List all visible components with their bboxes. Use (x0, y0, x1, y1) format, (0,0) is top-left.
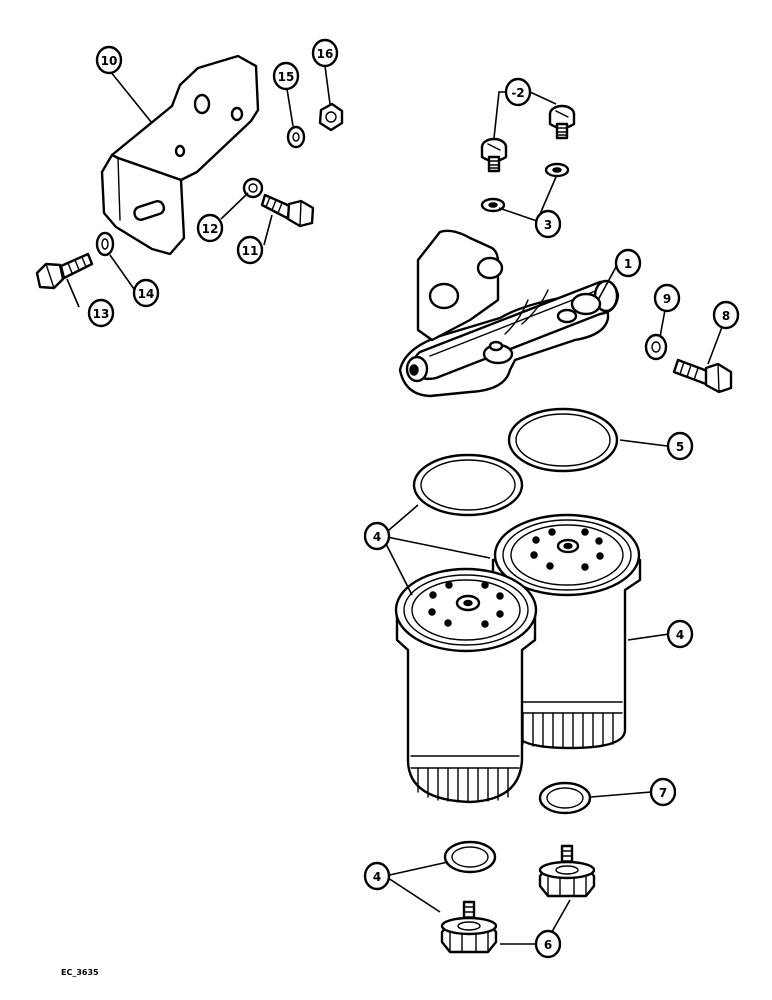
callout-circle (132, 278, 160, 308)
callout-number: 6 (544, 938, 552, 952)
callout-circle (614, 248, 642, 278)
callout-circle (534, 929, 562, 959)
callout-c6: 6 (534, 929, 562, 959)
mounting-bracket (100, 54, 260, 256)
leader-lines (66, 65, 723, 945)
callout-circle (666, 431, 694, 461)
callout-c9: 9 (653, 283, 681, 313)
bolt (260, 193, 315, 228)
callout-circle (666, 619, 694, 649)
callout-c1: 1 (614, 248, 642, 278)
callout-number: 4 (373, 530, 381, 544)
callout-number: 7 (659, 786, 667, 800)
bolt (35, 252, 94, 290)
callout-number: 1 (624, 257, 632, 271)
callout-circle (534, 209, 562, 239)
callout-circle (504, 77, 532, 107)
callout-c2: -2 (504, 77, 532, 107)
washer (286, 125, 306, 149)
seal-ring (538, 781, 592, 815)
callout-c3: 3 (534, 209, 562, 239)
callout-circle (653, 283, 681, 313)
callout-c5: 5 (666, 431, 694, 461)
callout-circle (712, 300, 740, 330)
callout-number: 12 (202, 222, 219, 236)
callout-number: 10 (101, 54, 118, 68)
callout-circle (236, 235, 264, 265)
seal-ring (507, 407, 619, 473)
callout-c7: 7 (649, 777, 677, 807)
callout-number: 14 (138, 287, 155, 301)
sealing-washer (480, 197, 506, 213)
callout-number: 8 (722, 309, 730, 323)
bleed-screw (480, 137, 508, 173)
seal-ring (443, 840, 497, 874)
callout-c11: 11 (236, 235, 264, 265)
callout-c16: 16 (311, 38, 339, 68)
callout-circle (272, 61, 300, 91)
callout-c10: 10 (95, 45, 123, 75)
callout-number: 15 (278, 70, 295, 84)
callout-labels: 1 -2 3 4 4 4 5 6 7 8 9 10 11 12 13 14 15 16 (87, 38, 740, 959)
callout-circle (363, 521, 391, 551)
seal-ring (412, 453, 524, 517)
callout-circle (196, 213, 224, 243)
callout-circle (87, 298, 115, 328)
callout-c4b: 4 (666, 619, 694, 649)
callout-number: 16 (317, 47, 334, 61)
callout-number: 4 (676, 628, 684, 642)
washer (644, 333, 668, 361)
nut (318, 102, 344, 132)
callout-number: 13 (93, 307, 110, 321)
callout-c4a: 4 (363, 521, 391, 551)
callout-number: 11 (242, 244, 259, 258)
sealing-washer (544, 162, 570, 178)
filter-cartridge (394, 567, 538, 804)
lock-washer (242, 177, 264, 199)
callout-number: 3 (544, 218, 552, 232)
callout-c4c: 4 (363, 861, 391, 891)
bleed-screw (548, 104, 576, 140)
figure-reference-code: EC_3635 (61, 968, 99, 977)
callout-number: 5 (676, 440, 684, 454)
bolt (672, 358, 733, 394)
drain-plug (538, 844, 596, 898)
callout-number: 9 (663, 292, 671, 306)
callout-circle (311, 38, 339, 68)
callout-number: -2 (511, 86, 524, 100)
callout-c8: 8 (712, 300, 740, 330)
washer (95, 231, 115, 257)
callout-circle (95, 45, 123, 75)
callout-circle (363, 861, 391, 891)
drain-plug (440, 900, 498, 954)
callout-c12: 12 (196, 213, 224, 243)
filter-head (398, 229, 620, 398)
callout-c13: 13 (87, 298, 115, 328)
callout-number: 4 (373, 870, 381, 884)
callout-c15: 15 (272, 61, 300, 91)
callout-c14: 14 (132, 278, 160, 308)
callout-circle (649, 777, 677, 807)
